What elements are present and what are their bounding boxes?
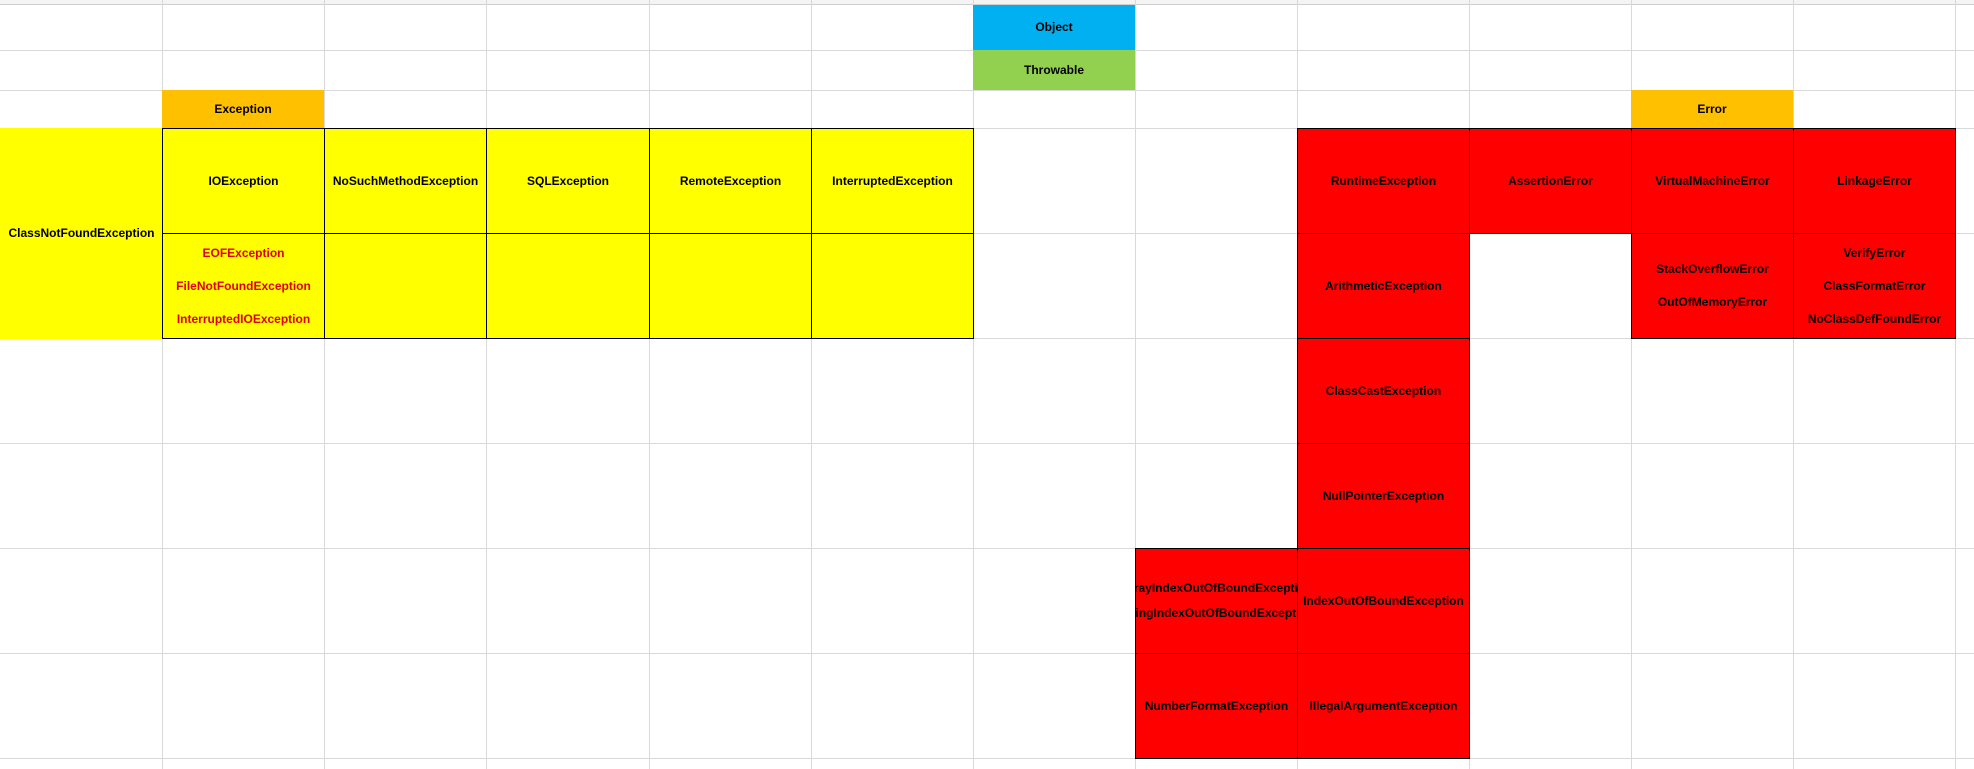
remote-exception-cell[interactable]: RemoteException [649, 128, 812, 234]
row-gridline [0, 338, 1974, 339]
virtual-machine-error-cell[interactable]: VirtualMachineError [1631, 128, 1794, 234]
linkage-error-cell[interactable]: LinkageError [1793, 128, 1956, 234]
linkage-error-label: LinkageError [1837, 173, 1912, 188]
empty-yellow-cell[interactable] [649, 233, 812, 339]
column-gridline [1135, 0, 1136, 769]
interrupted-exception-cell[interactable]: InterruptedException [811, 128, 974, 234]
file-not-found-exception-label: FileNotFoundException [176, 278, 311, 293]
interrupted-io-exception-label: InterruptedIOException [176, 311, 311, 326]
column-gridline [162, 0, 163, 769]
no-class-def-found-error-label: NoClassDefFoundError [1807, 311, 1942, 326]
io-subclasses-cell[interactable]: EOFException FileNotFoundException Inter… [162, 233, 325, 339]
column-gridline [1955, 0, 1956, 769]
row-gridline [0, 548, 1974, 549]
row-gridline [0, 90, 1974, 91]
object-cell[interactable]: Object [973, 5, 1135, 50]
object-label: Object [1035, 20, 1073, 34]
empty-yellow-cell[interactable] [486, 233, 650, 339]
class-cast-exception-cell[interactable]: ClassCastException [1297, 338, 1470, 444]
assertion-error-cell[interactable]: AssertionError [1469, 128, 1632, 234]
index-out-of-bound-exception-cell[interactable]: IndexOutOfBoundException [1297, 548, 1470, 654]
error-cell[interactable]: Error [1631, 90, 1793, 128]
toolbar-edge [0, 0, 1974, 5]
column-gridline [324, 0, 325, 769]
out-of-memory-error-label: OutOfMemoryError [1657, 295, 1768, 309]
column-gridline [811, 0, 812, 769]
number-format-exception-label: NumberFormatException [1144, 698, 1289, 713]
sql-exception-label: SQLException [526, 173, 609, 188]
error-label: Error [1697, 101, 1727, 116]
row-gridline [0, 233, 1974, 234]
exception-cell[interactable]: Exception [162, 90, 324, 128]
number-format-exception-cell[interactable]: NumberFormatException [1135, 653, 1298, 759]
vm-error-subclasses-cell[interactable]: StackOverflowError OutOfMemoryError [1631, 233, 1794, 339]
virtual-machine-error-label: VirtualMachineError [1655, 173, 1770, 188]
index-out-of-bound-exception-label: IndexOutOfBoundException [1303, 593, 1464, 608]
verify-error-label: VerifyError [1843, 245, 1906, 260]
remote-exception-label: RemoteException [679, 173, 782, 188]
illegal-argument-exception-cell[interactable]: IllegalArgumentException [1297, 653, 1470, 759]
class-not-found-exception-cell[interactable]: ClassNotFoundException [0, 128, 163, 339]
no-such-method-exception-cell[interactable]: NoSuchMethodException [324, 128, 487, 234]
column-gridline [649, 0, 650, 769]
row-gridline [0, 758, 1974, 759]
row-gridline [0, 653, 1974, 654]
null-pointer-exception-cell[interactable]: NullPointerException [1297, 443, 1470, 549]
illegal-argument-exception-label: IllegalArgumentException [1309, 698, 1458, 713]
sql-exception-cell[interactable]: SQLException [486, 128, 650, 234]
empty-yellow-cell[interactable] [324, 233, 487, 339]
assertion-error-label: AssertionError [1508, 173, 1593, 188]
column-gridline [1793, 0, 1794, 769]
linkage-error-subclasses-cell[interactable]: VerifyError ClassFormatError NoClassDefF… [1793, 233, 1956, 339]
row-gridline [0, 128, 1974, 129]
io-exception-label: IOException [208, 173, 279, 188]
column-gridline [973, 0, 974, 769]
column-gridline [1631, 0, 1632, 769]
eof-exception-label: EOFException [202, 245, 285, 260]
throwable-label: Throwable [1023, 62, 1084, 77]
runtime-exception-cell[interactable]: RuntimeException [1297, 128, 1470, 234]
class-not-found-exception-label: ClassNotFoundException [8, 226, 155, 240]
interrupted-exception-label: InterruptedException [832, 173, 953, 188]
io-exception-cell[interactable]: IOException [162, 128, 325, 234]
exception-label: Exception [214, 101, 272, 116]
index-subclasses-cell[interactable]: (ArrayIndexOutOfBoundException) StringIn… [1135, 548, 1298, 654]
arithmetic-exception-cell[interactable]: ArithmeticException [1297, 233, 1470, 339]
throwable-cell[interactable]: Throwable [973, 50, 1135, 90]
no-such-method-exception-label: NoSuchMethodException [332, 173, 479, 188]
string-index-out-of-bound-exception-label: StringIndexOutOfBoundException [1135, 606, 1297, 620]
column-gridline [486, 0, 487, 769]
null-pointer-exception-label: NullPointerException [1322, 488, 1445, 503]
array-index-out-of-bound-exception-label: (ArrayIndexOutOfBoundException) [1135, 581, 1298, 595]
class-cast-exception-label: ClassCastException [1325, 383, 1442, 398]
stack-overflow-error-label: StackOverflowError [1656, 262, 1769, 276]
runtime-exception-label: RuntimeException [1330, 173, 1437, 188]
row-gridline [0, 443, 1974, 444]
class-format-error-label: ClassFormatError [1823, 278, 1926, 293]
arithmetic-exception-label: ArithmeticException [1325, 278, 1442, 293]
empty-yellow-cell[interactable] [811, 233, 974, 339]
